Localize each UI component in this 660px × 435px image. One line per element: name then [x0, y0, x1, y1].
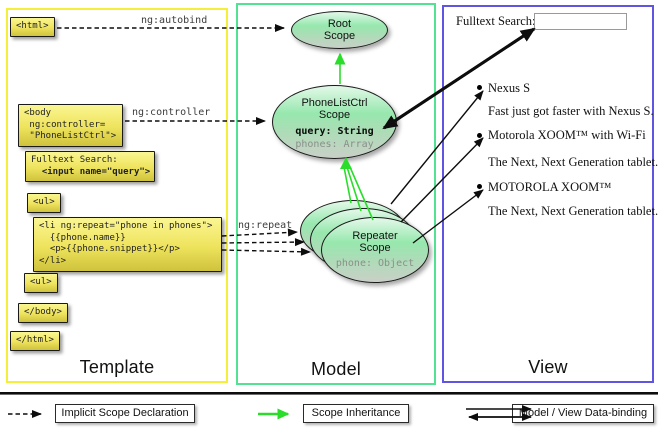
list-bullet: [477, 133, 482, 138]
repeater-line2: Scope: [359, 242, 391, 255]
code-line: <body: [24, 108, 52, 118]
fulltext-search-label: Fulltext Search:: [456, 14, 536, 28]
root-scope-ellipse: Root Scope: [291, 11, 388, 49]
phonelistctrl-line1: PhoneListCtrl: [301, 96, 368, 109]
phone-snippet: The Next, Next Generation tablet.: [488, 204, 659, 218]
legend-model-view-data-binding: Model / View Data-binding: [512, 404, 654, 423]
phone-name: Nexus S: [488, 81, 531, 95]
code-line: </li>: [39, 256, 67, 267]
code-box-body-close: </body>: [18, 303, 68, 323]
code-line: {{phone.name}}: [39, 232, 126, 243]
phonelistctrl-scope-ellipse: PhoneListCtrl Scope query: String phones…: [272, 85, 397, 159]
query-property: query: String: [295, 126, 374, 138]
legend-divider-line: [0, 392, 658, 395]
code-box-ul-open: <ul>: [27, 193, 61, 213]
list-bullet: [477, 184, 482, 189]
template-panel: Template: [6, 8, 228, 383]
repeater-scope-title: Repeater Scope: [352, 230, 397, 255]
repeater-line1: Repeater: [352, 229, 398, 242]
search-input[interactable]: [534, 13, 627, 30]
phone-property: phone: Object: [335, 257, 415, 269]
code-line: <li ng:repeat="phone in phones">: [39, 221, 213, 231]
phonelistctrl-scope-title: PhoneListCtrl Scope: [301, 97, 367, 122]
legend-scope-inheritance: Scope Inheritance: [303, 404, 409, 423]
code-line: ng:controller=: [24, 119, 106, 130]
code-line: <p>{{phone.snippet}}</p>: [39, 244, 180, 255]
model-panel: Model: [236, 3, 436, 385]
code-box-ul-second: <ul>: [24, 273, 58, 293]
code-box-li-repeat: <li ng:repeat="phone in phones"> {{phone…: [33, 217, 222, 272]
code-box-body-open: <body ng:controller= "PhoneListCtrl">: [18, 104, 123, 148]
code-line: <ul>: [33, 197, 55, 207]
model-panel-title: Model: [310, 359, 362, 379]
phonelistctrl-line2: Scope: [318, 109, 351, 121]
root-scope-line2: Scope: [323, 30, 356, 42]
code-line: </body>: [24, 307, 62, 317]
root-scope-title: Root Scope: [324, 18, 355, 43]
ng-repeat-label: ng:repeat: [238, 220, 293, 231]
phone-snippet: The Next, Next Generation tablet.: [488, 155, 659, 169]
code-line: <ul>: [30, 277, 52, 287]
code-line: <html>: [16, 21, 49, 31]
code-line: </html>: [16, 335, 54, 345]
code-box-fulltext-search: Fulltext Search: <input name="query">: [25, 151, 155, 183]
list-bullet: [477, 85, 482, 90]
phones-property: phones: Array: [295, 138, 374, 150]
code-box-html-close: </html>: [10, 331, 60, 351]
phone-name: Motorola XOOM™ with Wi-Fi: [488, 128, 646, 142]
root-scope-line1: Root: [327, 17, 352, 30]
repeater-scope-ellipse-front: Repeater Scope phone: Object: [321, 217, 429, 283]
phone-name: MOTOROLA XOOM™: [488, 180, 612, 194]
ng-controller-label: ng:controller: [132, 107, 211, 118]
view-panel-title: View: [528, 357, 568, 377]
code-line: <input name="query">: [31, 166, 151, 177]
code-box-html-open: <html>: [10, 17, 55, 37]
template-panel-title: Template: [79, 357, 155, 377]
ng-autobind-label: ng:autobind: [141, 15, 208, 26]
code-line: "PhoneListCtrl">: [24, 131, 117, 142]
code-line: Fulltext Search:: [31, 155, 118, 165]
phone-snippet: Fast just got faster with Nexus S.: [488, 104, 654, 118]
legend-implicit-scope-declaration: Implicit Scope Declaration: [55, 404, 195, 423]
